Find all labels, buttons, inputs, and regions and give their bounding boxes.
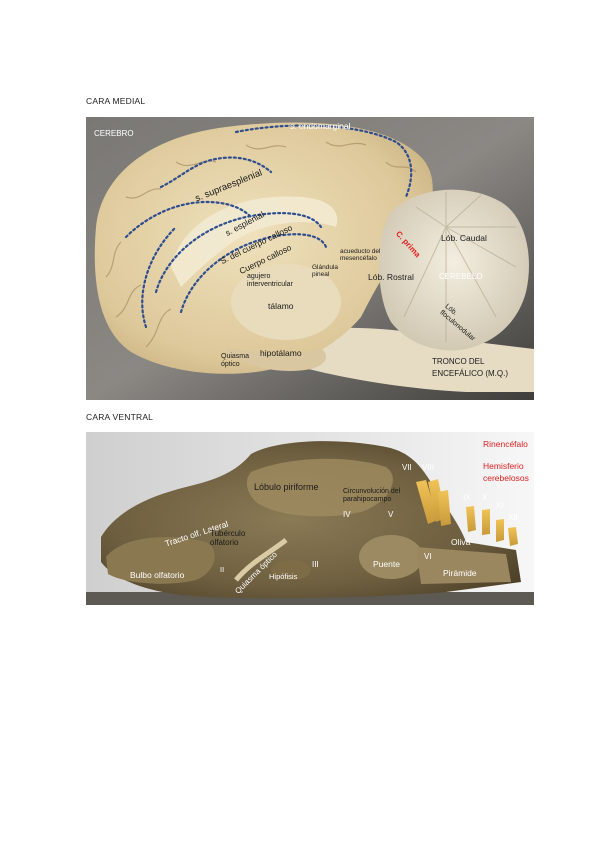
ventral-brain-photo: Rinencéfalo Hemisferio cerebelosos VII V… xyxy=(86,432,534,605)
label-nerve-v: V xyxy=(388,510,394,519)
ventral-heading: CARA VENTRAL xyxy=(86,412,154,422)
medial-heading: CARA MEDIAL xyxy=(86,96,146,106)
label-piramide: Pirámide xyxy=(443,568,477,578)
label-hipofisis: Hipófisis xyxy=(269,572,298,581)
label-cerebelo: CEREBELO xyxy=(439,272,483,281)
label-agujero-interventricular: agujero interventricular xyxy=(247,273,293,288)
label-acueducto: acueducto del mesencéfalo xyxy=(340,248,381,263)
medial-brain-photo: CEREBRO s. endomarginal s. supraesplenia… xyxy=(86,117,534,400)
label-nerve-iii: III xyxy=(312,560,319,569)
label-hipotalamo: hipotálamo xyxy=(260,348,302,358)
label-nerve-x: X xyxy=(482,493,488,502)
label-puente: Puente xyxy=(373,559,400,569)
label-talamo: tálamo xyxy=(268,301,294,311)
label-hemisferio-cerebelosos: Hemisferio cerebelosos xyxy=(483,461,529,484)
label-oliva: Oliva xyxy=(451,537,471,547)
label-lobulo-piriforme: Lóbulo piriforme xyxy=(254,482,319,492)
label-circunvolucion-parahipocampo: Circunvolución del parahipocampo xyxy=(343,488,401,503)
ventral-brain-illustration xyxy=(86,432,534,605)
label-nerve-ii: II xyxy=(220,565,225,574)
label-lob-caudal: Lób. Caudal xyxy=(441,233,487,243)
label-tuberculo-olfatorio: Tubérculo olfatorio xyxy=(210,529,246,547)
label-nerve-viii: VIII xyxy=(422,463,435,472)
label-tronco-encefalico: TRONCO DEL ENCEFÁLICO (M.Q.) xyxy=(432,357,509,378)
label-nerve-iv: IV xyxy=(343,510,351,519)
label-nerve-vii: VII xyxy=(402,463,412,472)
label-nerve-vi: VI xyxy=(424,552,432,561)
label-bulbo-olfatorio: Bulbo olfatorio xyxy=(130,570,185,580)
label-glandula-pineal: Glándula pineal xyxy=(312,264,339,279)
medial-brain-illustration xyxy=(86,117,534,400)
label-lob-rostral: Lób. Rostral xyxy=(368,272,414,282)
label-cerebro: CEREBRO xyxy=(94,129,134,138)
label-rinencefalo: Rinencéfalo xyxy=(483,439,528,449)
label-nerve-ix: IX xyxy=(463,493,471,502)
label-s-endomarginal: s. endomarginal xyxy=(290,121,351,131)
label-nerve-xii: XII xyxy=(508,513,518,522)
label-quiasma-optico: Quiasma óptico xyxy=(221,353,250,368)
label-nerve-xi: XI xyxy=(496,501,504,510)
